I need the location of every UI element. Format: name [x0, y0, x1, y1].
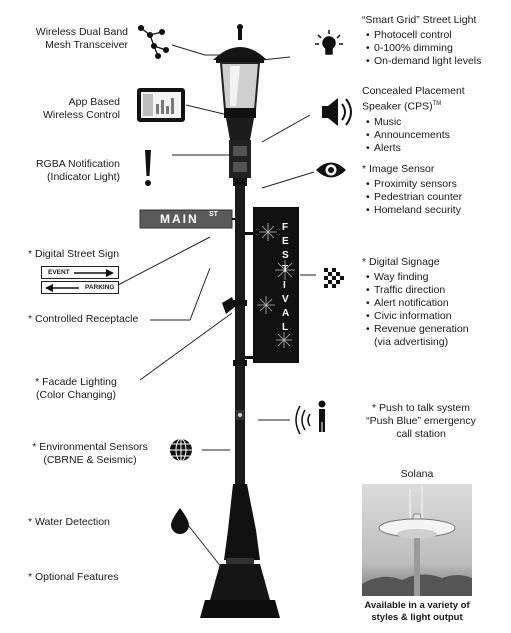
solana-lamp-illustration	[362, 486, 472, 596]
signage-item: Civic information	[366, 310, 507, 323]
optional-features-label: * Optional Features	[28, 571, 119, 583]
water-detection-label: * Water Detection	[28, 516, 110, 528]
mesh-transceiver-label: Wireless Dual Band Mesh Transceiver	[35, 26, 128, 51]
banner-letter: V	[282, 294, 289, 305]
image-sensor-item: Proximity sensors	[366, 178, 507, 191]
signage-note: (via advertising)	[374, 336, 449, 348]
trademark-mark: TM	[432, 101, 442, 107]
pixel-signage-icon	[324, 268, 344, 288]
digital-signage-section: * Digital Signage Way finding Traffic di…	[362, 256, 507, 349]
image-sensor-title: * Image Sensor	[362, 163, 435, 175]
image-sensor-item: Pedestrian counter	[366, 191, 507, 204]
digital-signage-title: * Digital Signage	[362, 256, 440, 268]
receptacle-box	[222, 297, 236, 314]
banner-letter: A	[282, 308, 290, 319]
signage-item: Alert notification	[366, 297, 507, 310]
banner-letter: T	[282, 264, 289, 275]
exclamation-icon	[145, 150, 151, 186]
speaker-item: Announcements	[366, 129, 507, 142]
main-sign-st: ST	[209, 211, 218, 218]
pole-base	[200, 484, 280, 618]
signage-item: Traffic direction	[366, 284, 507, 297]
event-arrow-sign: EVENT	[41, 266, 119, 279]
smart-grid-item: Photocell control	[366, 29, 507, 42]
mesh-network-icon	[137, 24, 170, 60]
signage-item: Way finding	[366, 271, 507, 284]
speaker-section: Concealed Placement Speaker (CPS)TM Musi…	[362, 85, 507, 155]
push-to-talk-label: * Push to talk system “Push Blue” emerge…	[366, 402, 476, 440]
smart-grid-title: “Smart Grid” Street Light	[362, 14, 477, 26]
facade-lighting-label: * Facade Lighting (Color Changing)	[35, 376, 117, 401]
environmental-sensors-label: * Environmental Sensors (CBRNE & Seismic…	[32, 441, 148, 466]
lamp-head	[213, 24, 267, 186]
banner-letter: E	[282, 236, 289, 247]
image-sensor-item: Homeland security	[366, 204, 507, 217]
speaker-item: Alerts	[366, 142, 507, 155]
speaker-item: Music	[366, 116, 507, 129]
light-bulb-icon	[315, 30, 343, 55]
main-sign-text: MAIN	[160, 212, 199, 226]
image-sensor-section: * Image Sensor Proximity sensors Pedestr…	[362, 163, 507, 217]
banner-letter: L	[282, 322, 289, 333]
rgba-notification-label: RGBA Notification (Indicator Light)	[35, 158, 120, 183]
solana-caption: Available in a variety of styles & light…	[364, 600, 470, 623]
banner-letter: S	[282, 250, 289, 261]
festival-banner	[253, 207, 299, 363]
water-drop-icon	[171, 508, 189, 534]
event-text: EVENT	[48, 269, 70, 276]
person-signal-icon	[295, 400, 326, 435]
right-arrow-icon	[73, 268, 114, 277]
left-arrow-icon	[45, 283, 79, 292]
eye-icon	[316, 162, 346, 178]
smart-grid-item: On-demand light levels	[366, 55, 507, 68]
smart-grid-item: 0-100% dimming	[366, 42, 507, 55]
pole-shaft	[235, 186, 245, 486]
speaker-icon	[322, 98, 352, 126]
app-control-label: App Based Wireless Control	[42, 96, 120, 121]
solana-photo	[362, 484, 472, 596]
globe-icon	[170, 438, 192, 462]
fireworks	[257, 223, 295, 348]
banner-letter: I	[283, 280, 286, 291]
solana-title: Solana	[400, 468, 434, 480]
parking-text: PARKING	[85, 284, 115, 291]
digital-street-sign-label: * Digital Street Sign	[28, 248, 120, 260]
tablet-icon	[137, 88, 185, 122]
smart-grid-section: “Smart Grid” Street Light Photocell cont…	[362, 14, 507, 68]
banner-letter: F	[282, 222, 289, 233]
controlled-receptacle-label: * Controlled Receptacle	[28, 313, 139, 325]
speaker-title: Concealed Placement Speaker (CPS)	[362, 85, 465, 113]
signage-item: Revenue generation	[366, 323, 507, 336]
leader-lines	[117, 44, 316, 569]
parking-arrow-sign: PARKING	[41, 281, 119, 294]
